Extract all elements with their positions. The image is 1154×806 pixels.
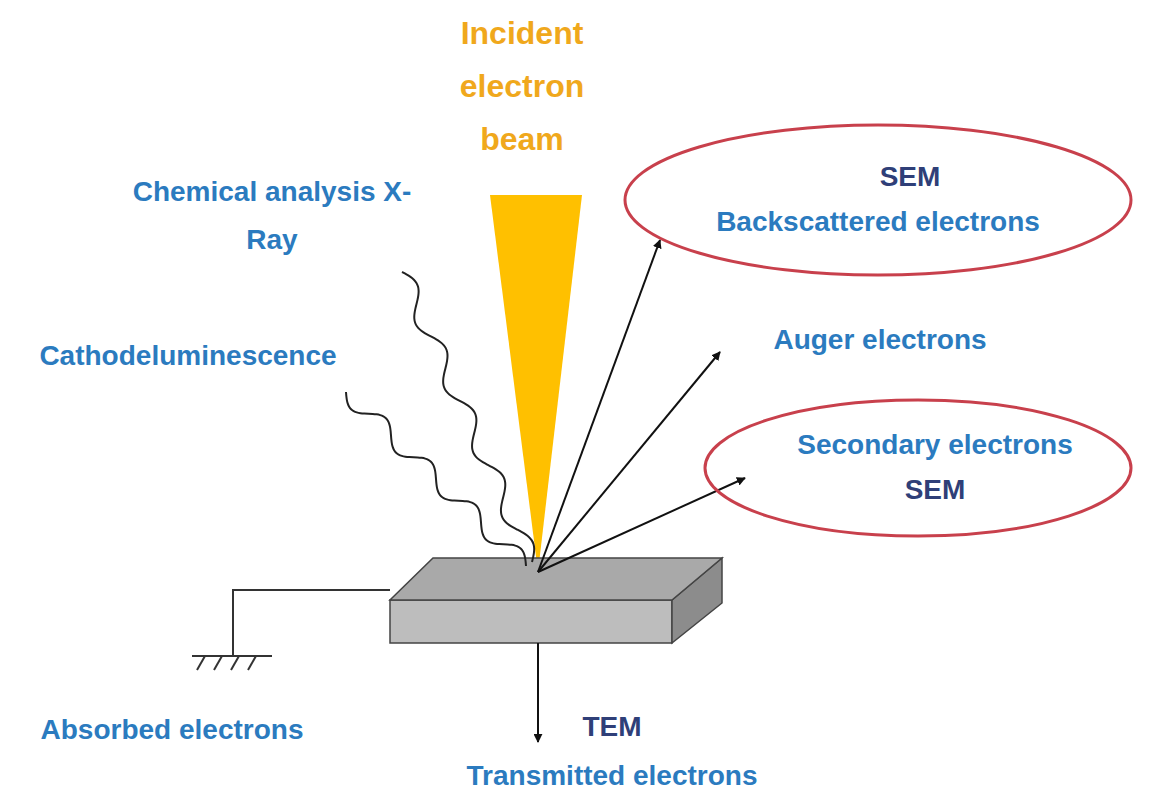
photon-waves: [346, 272, 534, 566]
cathodoluminescence-wave: [346, 392, 526, 566]
transmitted-label: Transmitted electrons: [467, 759, 758, 793]
instrument-ellipse: Secondary electronsSEM: [703, 398, 1133, 538]
ground-wire: [192, 590, 390, 670]
auger-label: Auger electrons: [773, 323, 986, 357]
ellipse-shape: [625, 125, 1131, 275]
ellipse-text: Backscattered electrons: [716, 200, 1040, 245]
absorbed-label: Absorbed electrons: [41, 713, 304, 747]
beam-label: Incident electron beam: [460, 7, 584, 166]
ellipse-outline: [703, 398, 1133, 538]
ellipse-text: Secondary electrons: [797, 423, 1072, 468]
instrument-ellipse: SEMBackscattered electrons: [623, 123, 1133, 277]
tem-label: TEM: [582, 710, 641, 744]
emission-arrows: [538, 240, 745, 742]
ellipse-outline: [623, 123, 1133, 277]
cathodoluminescence-label: Cathodeluminescence: [39, 339, 336, 373]
ellipse-text: SEM: [880, 155, 941, 200]
xray-label: Chemical analysis X-Ray: [122, 168, 422, 264]
xray-wave: [402, 272, 534, 562]
ellipse-shape: [705, 400, 1131, 536]
electron-beam: [490, 195, 582, 572]
ellipse-text: SEM: [905, 468, 966, 513]
sample-slab: [390, 558, 722, 643]
